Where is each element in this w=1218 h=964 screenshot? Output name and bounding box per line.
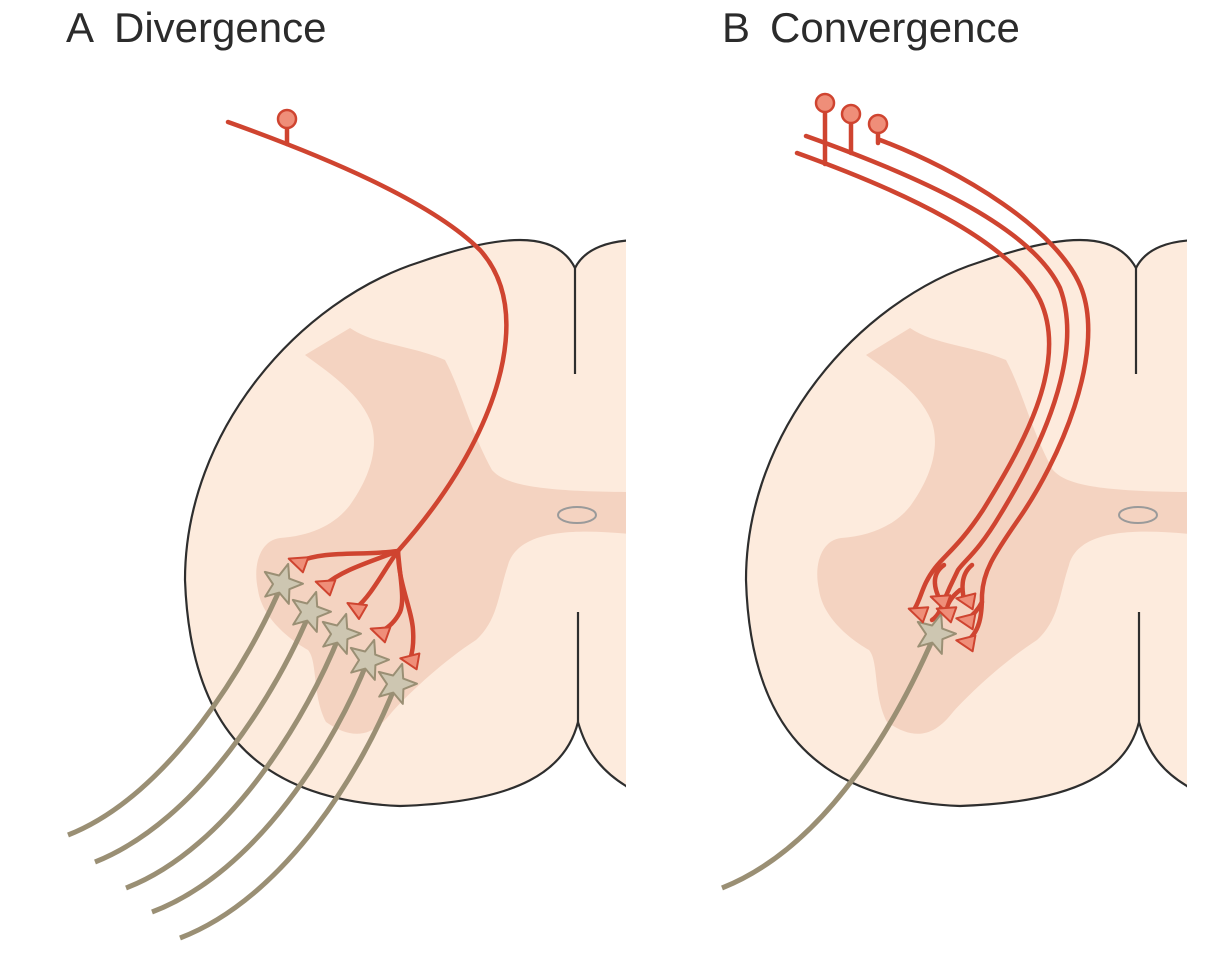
- panel-b-convergence: [721, 92, 1187, 891]
- terminals-b: [907, 592, 977, 653]
- spinal-cord-section-b: [744, 238, 1187, 808]
- afferent-axon-b1: [794, 150, 1052, 611]
- central-canal-b: [1118, 506, 1158, 524]
- motor-axon-b: [721, 633, 938, 891]
- synaptic-terminal: [929, 594, 952, 612]
- synaptic-terminal: [955, 612, 977, 631]
- cell-body-b3: [867, 113, 889, 135]
- motor-neuron-soma: [321, 612, 362, 655]
- motor-neuron-soma: [377, 662, 418, 705]
- panel-a-name: Divergence: [114, 4, 327, 51]
- synaptic-terminal: [955, 592, 977, 611]
- synaptic-terminal: [935, 606, 958, 624]
- motor-axon-a1: [67, 583, 285, 838]
- synaptic-terminal: [346, 602, 368, 620]
- neurons-a: [263, 562, 418, 705]
- motor-axon-a5: [179, 683, 399, 941]
- synaptic-terminal: [314, 579, 337, 597]
- panel-a-divergence: [67, 108, 626, 941]
- synaptic-terminal: [955, 634, 977, 653]
- cell-body-b1: [814, 92, 836, 114]
- grey-matter-b: [817, 328, 1187, 734]
- panel-b-letter: B: [722, 4, 751, 51]
- afferent-axon-a: [225, 119, 509, 554]
- panel-b-title: B Convergence: [722, 4, 1020, 52]
- cell-body-b2: [840, 103, 862, 125]
- panel-b-name: Convergence: [770, 4, 1020, 51]
- panel-a-letter: A: [66, 4, 95, 51]
- motor-axon-a3: [125, 633, 343, 891]
- motor-axon-a2: [94, 611, 313, 865]
- motor-neuron-soma: [263, 562, 304, 605]
- terminals-a: [287, 556, 421, 671]
- motor-neuron-soma: [291, 590, 332, 633]
- motor-axon-a4: [151, 659, 371, 915]
- synaptic-terminal: [907, 606, 930, 624]
- motor-neuron-soma: [349, 638, 390, 681]
- synaptic-terminal: [369, 626, 392, 644]
- motor-axons-a: [67, 583, 399, 941]
- synaptic-terminal: [399, 652, 421, 671]
- cell-body-a: [276, 108, 298, 130]
- afferent-axon-b3: [877, 137, 1091, 645]
- central-canal-a: [557, 506, 597, 524]
- panel-a-title: A Divergence: [66, 4, 326, 52]
- collateral-a5: [395, 548, 416, 663]
- synaptic-terminal: [287, 556, 310, 574]
